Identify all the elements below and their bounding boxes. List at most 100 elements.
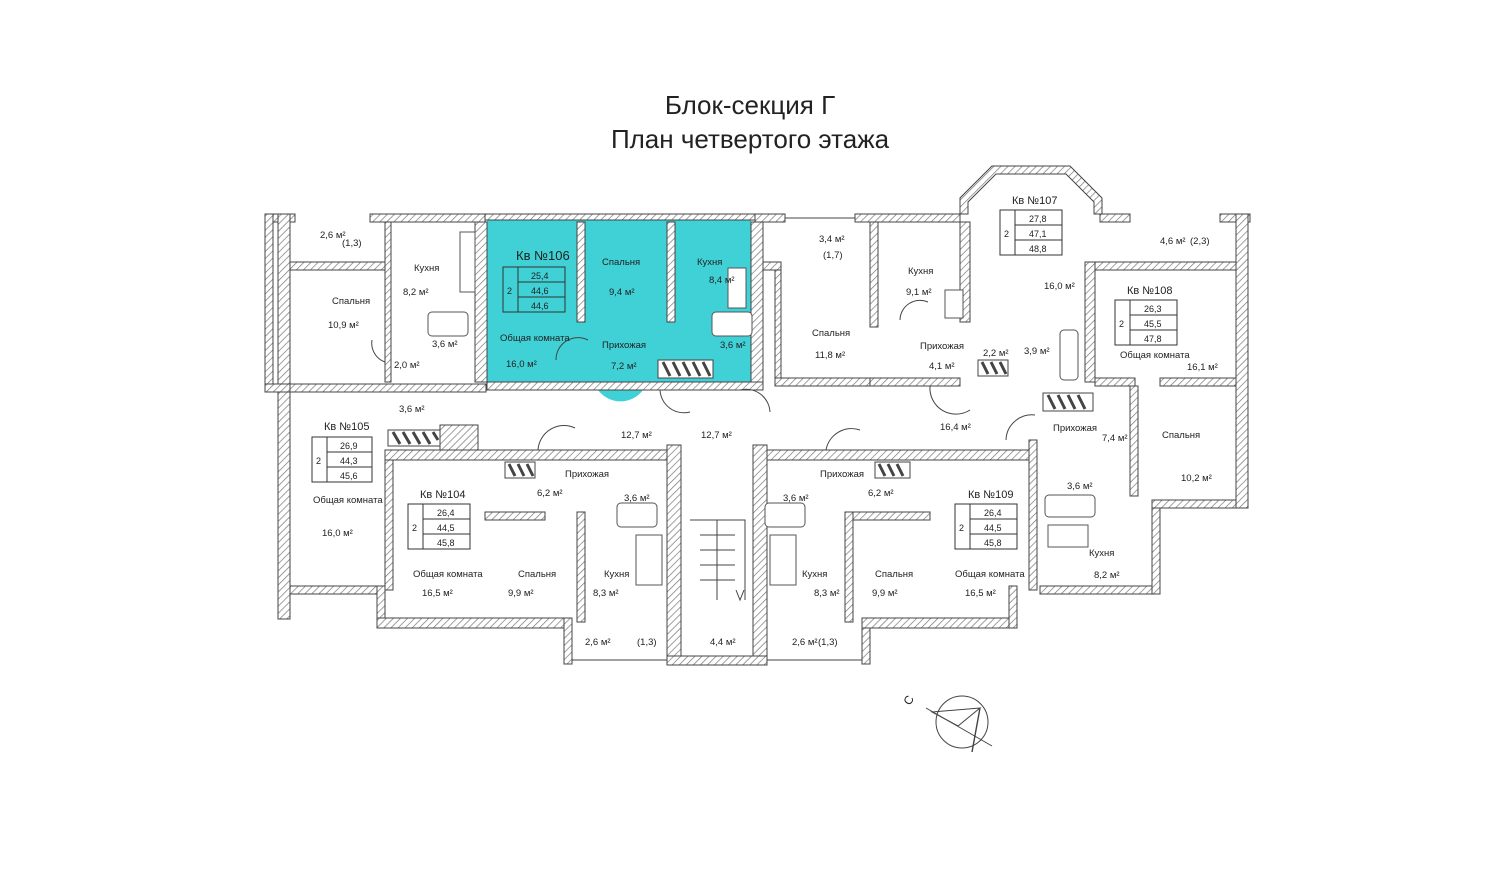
- room-area: 4,1 м²: [929, 361, 955, 372]
- apartment-105-total: 44,3: [340, 456, 358, 466]
- room-area: 9,9 м²: [872, 588, 898, 599]
- outer-walls: [264, 165, 1251, 666]
- room-name: Кухня: [1089, 548, 1114, 559]
- apartment-106-highlight[interactable]: [487, 218, 751, 382]
- room-name: Прихожая: [1053, 423, 1097, 434]
- room-extra: (1,3): [818, 637, 838, 648]
- room-labels: Спальня 9,4 м² Кухня 8,4 м² Общая комнат…: [313, 230, 1218, 648]
- apartment-109-rooms: 2: [959, 523, 964, 533]
- room-extra: (1,3): [342, 238, 362, 249]
- apartment-108-living: 26,3: [1144, 304, 1162, 314]
- room-name: Общая комната: [1120, 350, 1190, 361]
- room-name: Спальня: [332, 296, 370, 307]
- room-area: 8,4 м²: [709, 275, 735, 286]
- room-area: 3,6 м²: [720, 340, 746, 351]
- vent-shafts: [387, 359, 1094, 479]
- room-area: 2,2 м²: [983, 348, 1009, 359]
- room-name: Прихожая: [565, 469, 609, 480]
- apartment-107-label: Кв №107: [1012, 195, 1057, 207]
- room-area: 16,0 м²: [1044, 281, 1075, 292]
- room-name: Кухня: [908, 266, 933, 277]
- room-area: 16,0 м²: [506, 359, 537, 370]
- corridor-area: 12,7 м²: [701, 430, 732, 441]
- apartment-104-card[interactable]: Кв №104 2 26,4 44,5 45,8: [407, 489, 471, 550]
- apartment-104-label: Кв №104: [420, 489, 465, 501]
- apartment-107-total: 47,1: [1029, 229, 1047, 239]
- room-area: 8,2 м²: [1094, 570, 1120, 581]
- apartment-105-living: 26,9: [340, 441, 358, 451]
- apartment-107-living: 27,8: [1029, 214, 1047, 224]
- room-name: Спальня: [875, 569, 913, 580]
- room-area: 10,2 м²: [1181, 473, 1212, 484]
- room-area: 2,0 м²: [394, 360, 420, 371]
- room-extra: (2,3): [1190, 236, 1210, 247]
- apartment-107-card[interactable]: Кв №107 2 27,8 47,1 48,8: [999, 195, 1063, 256]
- room-name: Спальня: [602, 257, 640, 268]
- apartment-105-label: Кв №105: [324, 421, 369, 433]
- room-area: 4,6 м²: [1160, 236, 1186, 247]
- room-area: 16,5 м²: [965, 588, 996, 599]
- stair-area: 4,4 м²: [710, 637, 736, 648]
- apartment-106-living: 25,4: [531, 271, 549, 281]
- room-area: 7,4 м²: [1102, 433, 1128, 444]
- room-area: 2,6 м²: [585, 637, 611, 648]
- apartment-106-total: 44,6: [531, 286, 549, 296]
- room-area: 3,6 м²: [1067, 481, 1093, 492]
- room-area: 9,9 м²: [508, 588, 534, 599]
- room-name: Общая комната: [413, 569, 483, 580]
- apartment-108-card[interactable]: Кв №108 2 26,3 45,5 47,8: [1114, 285, 1178, 346]
- apartment-109-total-balcony: 45,8: [984, 538, 1002, 548]
- room-name: Кухня: [604, 569, 629, 580]
- room-name: Общая комната: [500, 333, 570, 344]
- apartment-108-total-balcony: 47,8: [1144, 334, 1162, 344]
- room-area: 10,9 м²: [328, 320, 359, 331]
- room-area: 3,6 м²: [432, 339, 458, 350]
- apartment-109-total: 44,5: [984, 523, 1002, 533]
- room-area: 3,6 м²: [624, 493, 650, 504]
- room-area: 11,8 м²: [815, 350, 845, 361]
- apartment-104-rooms: 2: [412, 523, 417, 533]
- room-area: 7,2 м²: [611, 361, 637, 372]
- room-area: 3,9 м²: [1024, 346, 1050, 357]
- room-area: 9,1 м²: [906, 287, 932, 298]
- room-name: Кухня: [414, 263, 439, 274]
- room-name: Общая комната: [955, 569, 1025, 580]
- apartment-106-rooms: 2: [507, 286, 512, 296]
- room-area: 8,2 м²: [403, 287, 429, 298]
- room-area: 2,6 м²: [792, 637, 818, 648]
- room-name: Прихожая: [602, 340, 646, 351]
- compass: С: [900, 693, 993, 753]
- room-name: Спальня: [812, 328, 850, 339]
- apartment-104-total-balcony: 45,8: [437, 538, 455, 548]
- apartment-109-card[interactable]: Кв №109 2 26,4 44,5 45,8: [954, 489, 1018, 550]
- apartment-107-rooms: 2: [1004, 229, 1009, 239]
- room-name: Кухня: [802, 569, 827, 580]
- room-area: 3,6 м²: [783, 493, 809, 504]
- room-name: Кухня: [697, 257, 722, 268]
- room-extra: (1,3): [637, 637, 657, 648]
- room-extra: (1,7): [823, 250, 843, 261]
- room-area: 6,2 м²: [868, 488, 894, 499]
- stair: [690, 519, 746, 602]
- room-area: 3,4 м²: [819, 234, 845, 245]
- door-swings: [371, 299, 1036, 451]
- apartment-106-label: Кв №106: [516, 248, 570, 263]
- sanitary-fixtures: [427, 231, 1096, 586]
- room-name: Прихожая: [920, 341, 964, 352]
- room-area: 6,2 м²: [537, 488, 563, 499]
- apartment-105-card[interactable]: Кв №105 2 26,9 44,3 45,6: [311, 421, 373, 483]
- room-name: Спальня: [1162, 430, 1200, 441]
- room-area: 9,4 м²: [609, 287, 635, 298]
- apartment-109-label: Кв №109: [968, 489, 1013, 501]
- corridor-area: 16,4 м²: [940, 422, 971, 433]
- room-area: 16,5 м²: [422, 588, 453, 599]
- interior-walls: [289, 221, 1237, 623]
- room-area: 8,3 м²: [593, 588, 619, 599]
- corridor-area: 12,7 м²: [621, 430, 652, 441]
- room-name: Общая комната: [313, 495, 383, 506]
- plan-title-line1: Блок-секция Г: [664, 90, 836, 120]
- apartment-108-total: 45,5: [1144, 319, 1162, 329]
- apartment-108-rooms: 2: [1119, 319, 1124, 329]
- apartment-106-card[interactable]: Кв №106 2 25,4 44,6 44,6: [502, 248, 570, 313]
